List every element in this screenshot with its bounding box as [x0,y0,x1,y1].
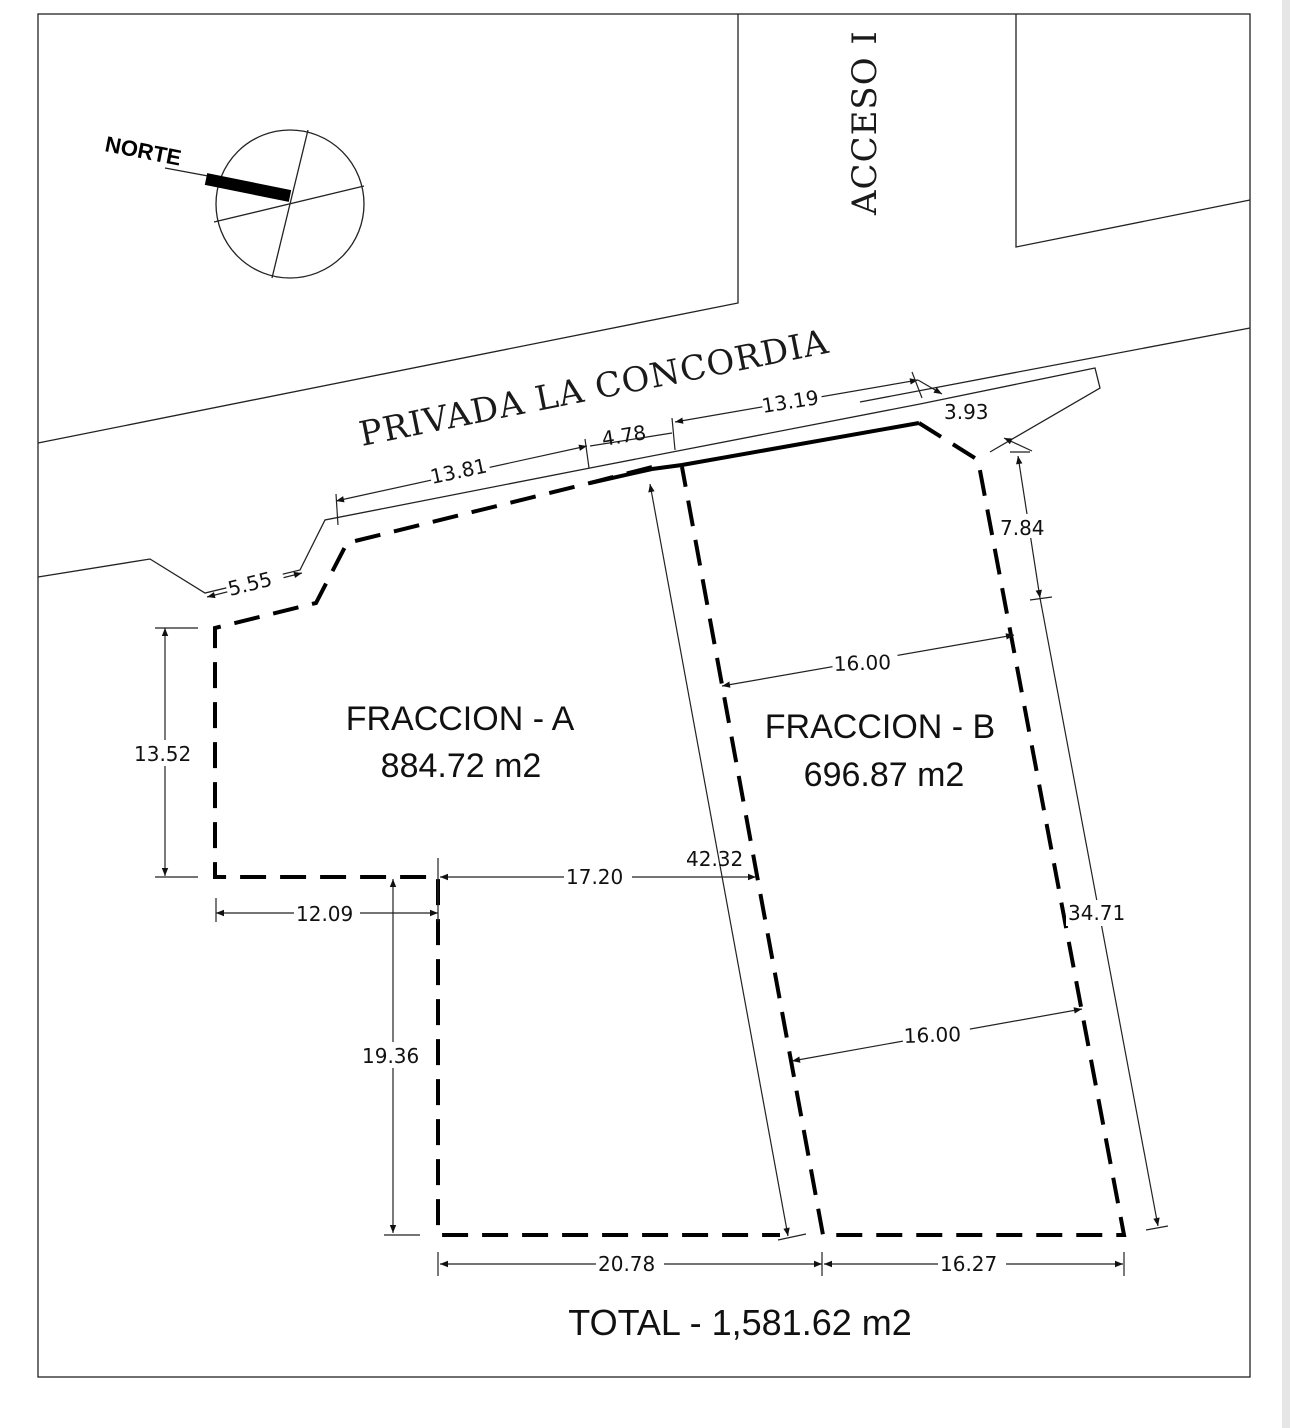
dimension-label-16-00-top: 16.00 [833,650,891,676]
dimension-label-4-78: 4.78 [600,420,648,451]
dimension-label-13-52: 13.52 [134,742,191,766]
block-upper-left [37,14,739,444]
frontage-line [589,421,920,485]
fraccion-b-boundary [680,421,1127,1237]
fraccion-b-area: 696.87 m2 [804,756,965,794]
page-edge [1282,0,1290,1428]
street-label-acceso: ACCESO I [845,30,885,216]
fraccion-a-area: 884.72 m2 [381,747,542,785]
dimension-label-34-71: 34.71 [1068,901,1125,925]
dimension-label-13-19: 13.19 [760,385,820,418]
dimension-label-20-78: 20.78 [598,1252,655,1276]
fraccion-a-name: FRACCION - A [346,700,575,738]
dimension-label-13-81: 13.81 [428,454,489,489]
dimension-label-12-09: 12.09 [296,902,353,926]
dimension-label-7-84: 7.84 [1000,516,1045,540]
north-label: NORTE [103,131,183,170]
block-upper-right [1015,14,1251,248]
street-edge-upper-right [859,327,1251,403]
dimension-label-16-27: 16.27 [940,1252,997,1276]
total-area: TOTAL - 1,581.62 m2 [568,1302,912,1343]
drawing-frame [37,13,1251,1378]
dimension-lines [155,371,1169,1276]
dimension-label-5-55: 5.55 [225,567,274,601]
dimension-label-19-36: 19.36 [362,1044,419,1068]
dimension-label-42-32: 42.32 [686,847,743,871]
dimension-label-16-00-bottom: 16.00 [903,1022,961,1048]
fraccion-b-name: FRACCION - B [765,708,995,746]
dimension-label-17-20: 17.20 [566,865,623,889]
fraccion-a-boundary [213,465,780,1237]
north-compass-icon [164,129,365,279]
dimension-label-3-93: 3.93 [944,400,989,424]
